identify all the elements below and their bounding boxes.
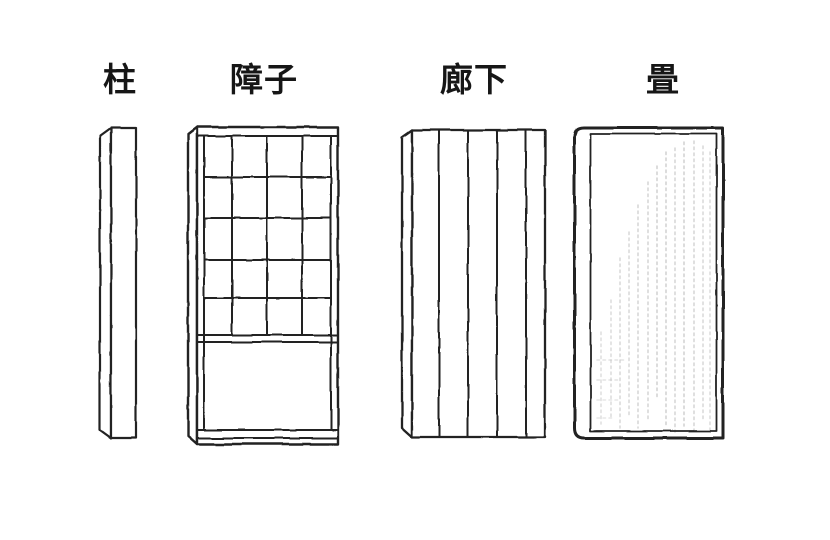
pillar-drawing: [98, 126, 138, 440]
shoji-screen-drawing: [186, 125, 340, 446]
tatami-weave-texture: [596, 140, 711, 433]
floorboard-lines: [438, 130, 527, 437]
shoji-lattice: [196, 135, 339, 439]
label-shoji: 障子: [230, 60, 298, 99]
tatami-border-edge: [589, 132, 718, 432]
label-tatami: 畳: [646, 60, 680, 99]
label-pillar: 柱: [103, 60, 137, 99]
corridor-floorboards-drawing: [400, 128, 547, 439]
label-corridor: 廊下: [440, 60, 508, 99]
tatami-mat-drawing: [573, 126, 725, 440]
